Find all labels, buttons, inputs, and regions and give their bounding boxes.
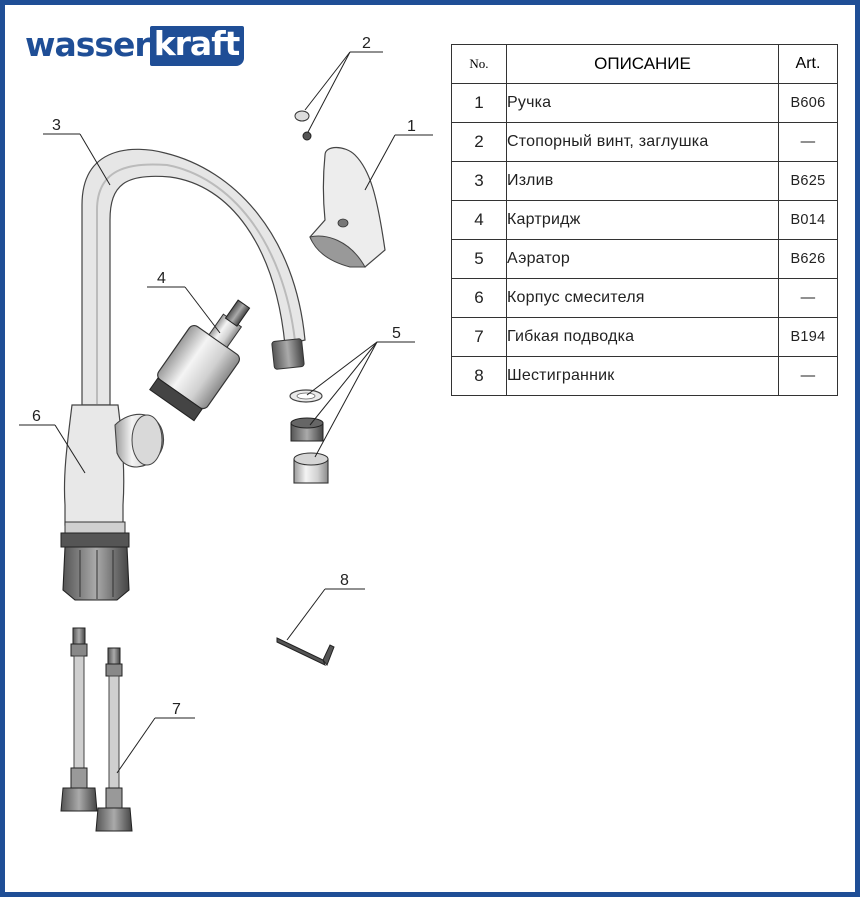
table-row: 2 Стопорный винт, заглушка — — [451, 122, 838, 162]
part-4-cartridge — [149, 299, 251, 422]
part-7-hoses — [60, 627, 133, 832]
table-row: 1 Ручка B606 — [451, 83, 838, 123]
callout-6: 6 — [32, 408, 41, 425]
table-row: 5 Аэратор B626 — [451, 239, 838, 279]
part-8-hex-key — [276, 637, 335, 667]
part-1-handle — [309, 146, 386, 268]
table-row: 7 Гибкая подводка B194 — [451, 317, 838, 357]
row-no: 5 — [451, 239, 507, 279]
header-no: No. — [451, 44, 507, 84]
row-description: Излив — [506, 161, 779, 201]
row-art: B606 — [778, 83, 838, 123]
row-description: Корпус смесителя — [506, 278, 779, 318]
callout-1: 1 — [407, 118, 416, 135]
row-art: B194 — [778, 317, 838, 357]
row-no: 4 — [451, 200, 507, 240]
row-art: — — [778, 278, 838, 318]
callout-2: 2 — [362, 35, 371, 52]
part-2-screw-cap — [294, 110, 312, 141]
parts-table: No. ОПИСАНИЕ Art. 1 Ручка B606 2 Стопорн… — [451, 44, 838, 396]
row-art: B014 — [778, 200, 838, 240]
callout-4: 4 — [157, 270, 166, 287]
table-row: 8 Шестигранник — — [451, 356, 838, 396]
row-no: 3 — [451, 161, 507, 201]
callout-3: 3 — [52, 117, 61, 134]
row-no: 8 — [451, 356, 507, 396]
callout-8: 8 — [340, 572, 349, 589]
brand-logo: wasser kraft — [25, 25, 245, 69]
row-description: Аэратор — [506, 239, 779, 279]
row-description: Ручка — [506, 83, 779, 123]
callout-7: 7 — [172, 701, 181, 718]
brand-logo-right: kraft — [149, 26, 245, 66]
row-no: 1 — [451, 83, 507, 123]
table-row: 6 Корпус смесителя — — [451, 278, 838, 318]
part-5-aerator — [289, 389, 329, 484]
row-art: — — [778, 122, 838, 162]
leader-lines — [19, 51, 433, 774]
row-no: 6 — [451, 278, 507, 318]
row-art: — — [778, 356, 838, 396]
exploded-parts-drawing: 2 1 3 4 5 6 8 7 — [19, 35, 433, 832]
row-no: 7 — [451, 317, 507, 357]
brand-logo-left: wasser — [25, 25, 151, 64]
row-description: Гибкая подводка — [506, 317, 779, 357]
parts-table-header: No. ОПИСАНИЕ Art. — [451, 44, 838, 84]
callout-5: 5 — [392, 325, 401, 342]
row-art: B625 — [778, 161, 838, 201]
table-row: 3 Излив B625 — [451, 161, 838, 201]
row-no: 2 — [451, 122, 507, 162]
row-description: Шестигранник — [506, 356, 779, 396]
row-art: B626 — [778, 239, 838, 279]
header-art: Art. — [778, 44, 838, 84]
row-description: Картридж — [506, 200, 779, 240]
part-6-body — [60, 404, 164, 601]
part-3-spout — [81, 148, 306, 406]
header-description: ОПИСАНИЕ — [506, 44, 779, 84]
table-row: 4 Картридж B014 — [451, 200, 838, 240]
row-description: Стопорный винт, заглушка — [506, 122, 779, 162]
